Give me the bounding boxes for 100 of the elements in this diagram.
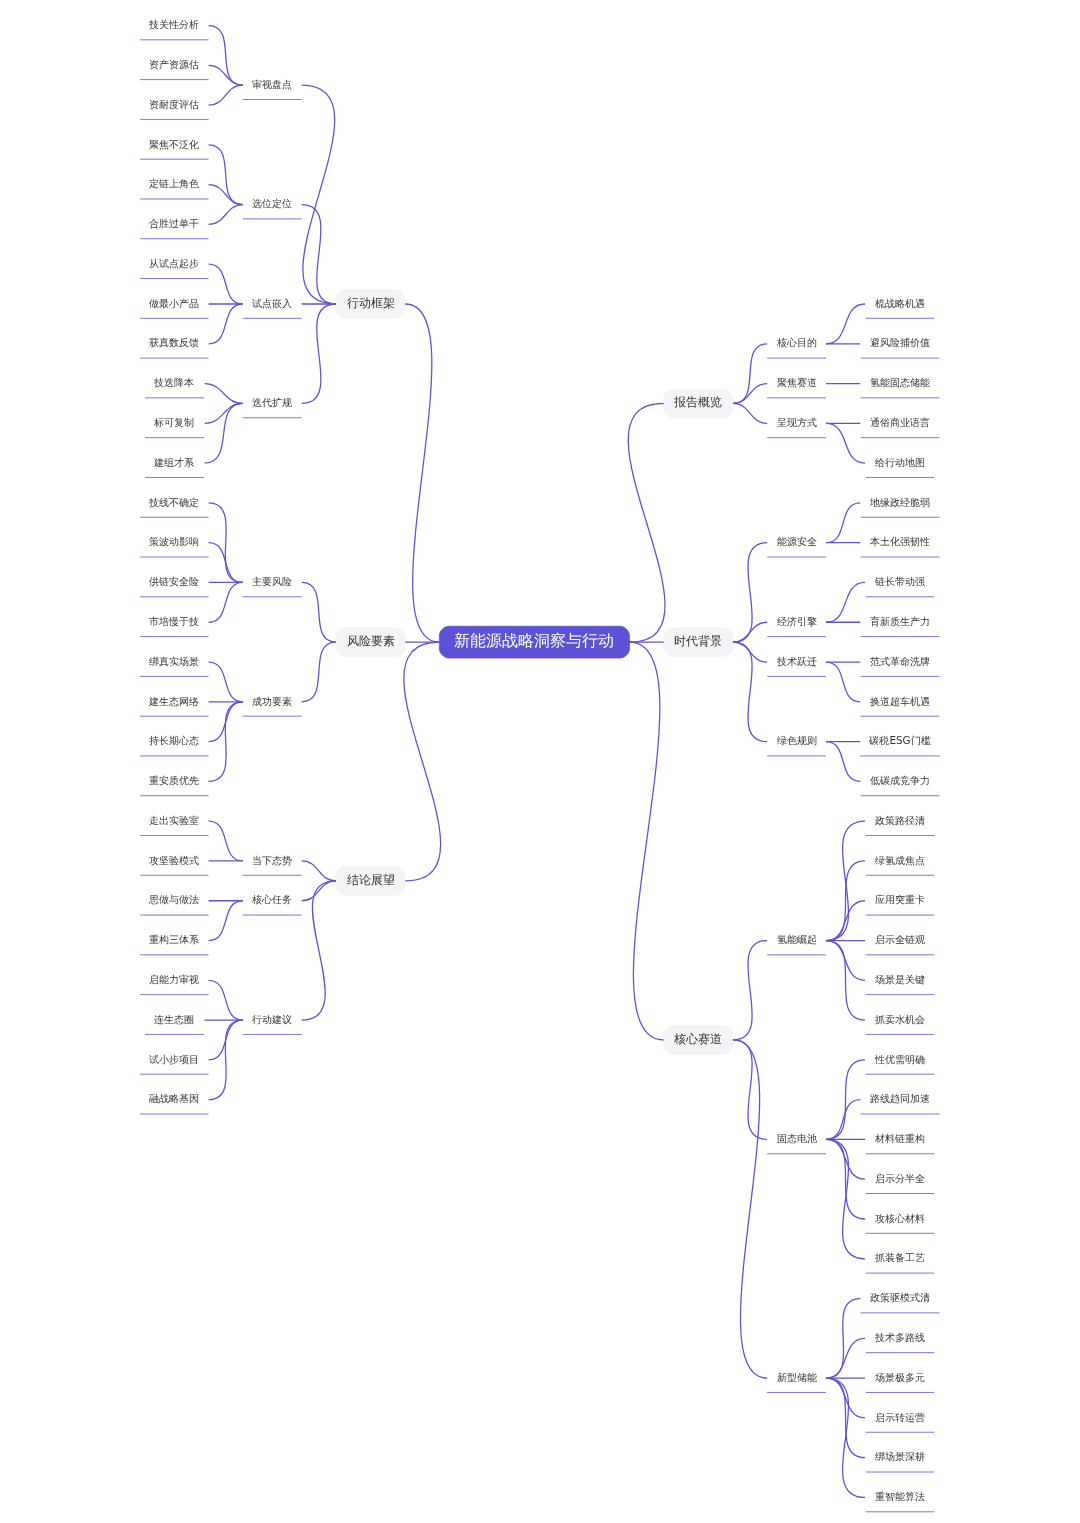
node-box: 行动框架 bbox=[335, 289, 406, 319]
node-text: 碳税ESG门槛 bbox=[869, 734, 931, 747]
connector bbox=[825, 661, 861, 663]
node-text: 重安质优先 bbox=[149, 774, 200, 787]
node-text: 范式革命洗牌 bbox=[870, 654, 931, 667]
node-text: 核心任务 bbox=[252, 893, 293, 906]
node-text: 技术多路线 bbox=[875, 1331, 926, 1344]
connector bbox=[301, 303, 337, 305]
node-text: 启示分半全 bbox=[875, 1171, 926, 1184]
node-text: 连生态圈 bbox=[154, 1012, 195, 1025]
connector bbox=[825, 939, 866, 1021]
connector bbox=[628, 641, 665, 1041]
node-text: 标可复制 bbox=[154, 416, 195, 429]
node-text: 市培慢于技 bbox=[149, 614, 200, 627]
node-text: 建组才系 bbox=[154, 455, 195, 468]
node-text: 育新质生产力 bbox=[870, 614, 931, 627]
node-text: 政策驱模式清 bbox=[870, 1291, 931, 1304]
connector bbox=[207, 263, 244, 305]
node-text: 融战略基因 bbox=[149, 1092, 200, 1105]
connector bbox=[732, 641, 768, 743]
node-text: 攻坚验模式 bbox=[149, 853, 200, 866]
connector bbox=[207, 701, 244, 783]
connector bbox=[825, 1337, 866, 1379]
connector bbox=[207, 900, 244, 942]
connector bbox=[207, 701, 244, 743]
connector bbox=[207, 303, 244, 305]
connector bbox=[207, 203, 244, 226]
connector bbox=[825, 740, 861, 783]
node-text: 换道超车机遇 bbox=[870, 694, 931, 707]
node-text: 固态电池 bbox=[776, 1132, 817, 1145]
connector bbox=[403, 641, 442, 882]
node-text: 启示转运营 bbox=[875, 1410, 926, 1423]
connector bbox=[825, 303, 866, 345]
connector bbox=[825, 1377, 866, 1499]
node-text: 给行动地图 bbox=[875, 455, 926, 468]
node-text: 氢能崛起 bbox=[776, 933, 817, 946]
connector bbox=[732, 542, 768, 643]
node-text: 技术跃迁 bbox=[776, 654, 817, 667]
connector bbox=[825, 1377, 866, 1379]
connector bbox=[207, 24, 244, 86]
node-text: 本土化强韧性 bbox=[870, 535, 931, 548]
connector bbox=[825, 621, 861, 623]
connector bbox=[825, 502, 861, 544]
node-text: 材料链重构 bbox=[875, 1132, 926, 1145]
node-text: 场景极多元 bbox=[875, 1370, 926, 1383]
node-text: 合胜过单干 bbox=[149, 217, 200, 230]
connector bbox=[301, 581, 337, 643]
node-text: 从试点起步 bbox=[149, 256, 200, 269]
connector bbox=[207, 84, 244, 106]
node-text: 建生态网络 bbox=[149, 694, 200, 707]
connector bbox=[301, 203, 337, 305]
node-text: 走出实验室 bbox=[149, 813, 200, 826]
node-text: 绿氢成焦点 bbox=[875, 853, 926, 866]
node-text: 行动建议 bbox=[252, 1012, 293, 1025]
connector bbox=[301, 880, 337, 1021]
node-text: 启能力审视 bbox=[149, 973, 200, 986]
node-text: 迭代扩规 bbox=[252, 396, 293, 409]
node-text: 技迭降本 bbox=[154, 376, 195, 389]
connector bbox=[825, 661, 861, 703]
node-box: 报告概览 bbox=[663, 388, 734, 419]
node-text: 低碳成竞争力 bbox=[870, 774, 931, 787]
node-text: 抓卖水机会 bbox=[875, 1012, 926, 1025]
node-text: 梳战略机遇 bbox=[875, 296, 926, 309]
connector bbox=[825, 1138, 866, 1260]
node-text: 绑真实场景 bbox=[149, 654, 200, 667]
node-text: 供链安全险 bbox=[149, 575, 200, 588]
node-text: 核心目的 bbox=[776, 336, 817, 349]
connector bbox=[627, 402, 666, 643]
connector bbox=[301, 303, 337, 405]
connector bbox=[732, 343, 768, 405]
connector bbox=[207, 1019, 244, 1101]
connector bbox=[825, 581, 866, 623]
node-text: 新型储能 bbox=[776, 1370, 817, 1383]
node-text: 绿色规则 bbox=[776, 734, 817, 747]
node-text: 试小步项目 bbox=[149, 1052, 200, 1065]
connector bbox=[207, 820, 244, 862]
connector bbox=[732, 621, 768, 643]
node-text: 氢能固态储能 bbox=[870, 376, 931, 389]
node-text: 场景是关键 bbox=[875, 973, 926, 986]
node-text: 主要风险 bbox=[252, 575, 293, 588]
node-text: 聚焦不泛化 bbox=[149, 137, 200, 150]
connector bbox=[207, 860, 244, 862]
connector bbox=[204, 402, 244, 464]
connector bbox=[204, 1019, 244, 1021]
connector bbox=[825, 343, 861, 345]
node-box: 时代背景 bbox=[663, 627, 734, 657]
node-text: 成功要素 bbox=[252, 694, 293, 707]
node-text: 经济引擎 bbox=[776, 614, 817, 627]
node-box: 新能源战略洞察与行动 bbox=[438, 625, 630, 659]
connector bbox=[207, 64, 244, 86]
node-text: 聚焦赛道 bbox=[776, 376, 817, 389]
node-text: 重构三体系 bbox=[149, 933, 200, 946]
connector bbox=[825, 1377, 866, 1459]
connector bbox=[207, 303, 244, 345]
node-text: 试点嵌入 bbox=[252, 296, 293, 309]
node-text: 呈现方式 bbox=[776, 416, 817, 429]
node-text: 重智能算法 bbox=[875, 1490, 926, 1503]
node-text: 审视盘点 bbox=[252, 77, 293, 90]
node-text: 定链上角色 bbox=[149, 177, 200, 190]
node-text: 链长带动强 bbox=[875, 575, 926, 588]
